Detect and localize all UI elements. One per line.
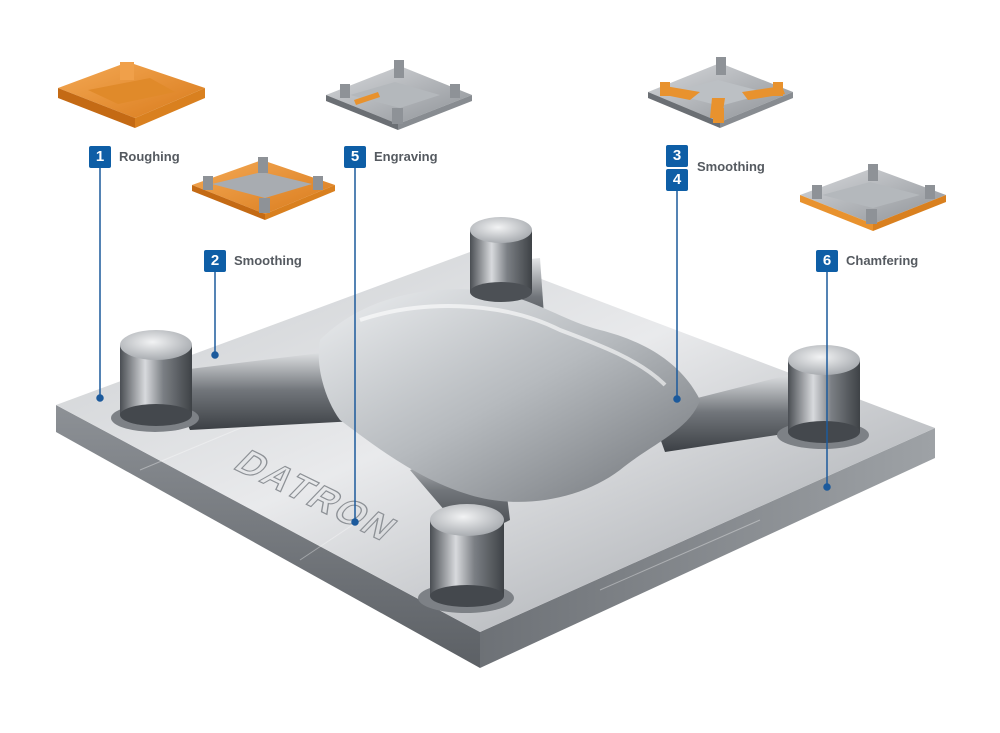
post-bottom (418, 504, 514, 613)
step-label-engraving: Engraving (374, 149, 438, 164)
surface-scratches (139, 419, 801, 601)
step-badge-2: 2 (204, 250, 226, 272)
thumbnail-smoothing-2 (192, 157, 335, 220)
step-badge-6: 6 (816, 250, 838, 272)
step-label-roughing: Roughing (119, 149, 180, 164)
step-label-smoothing-3-4: Smoothing (697, 159, 765, 174)
plate-side-left (56, 405, 480, 668)
center-body (318, 289, 700, 502)
step-badge-3: 3 (666, 145, 688, 167)
post-right (777, 345, 869, 449)
thumbnail-smoothing-3-4 (648, 57, 793, 128)
step-label-chamfering: Chamfering (846, 253, 919, 268)
main-part: DATRON (56, 217, 935, 668)
thumbnail-roughing (58, 62, 205, 128)
center-body-highlight (359, 304, 667, 387)
post-top (470, 217, 532, 302)
post-left (111, 330, 199, 432)
step-badge-5: 5 (344, 146, 366, 168)
plate-side-right (480, 428, 935, 668)
thumbnail-chamfering (800, 164, 946, 231)
step-badge-1: 1 (89, 146, 111, 168)
thumbnail-engraving (326, 60, 472, 130)
step-badge-4: 4 (666, 169, 688, 191)
step-label-smoothing-2: Smoothing (234, 253, 302, 268)
leader-lines (96, 168, 831, 526)
arm-right (650, 372, 810, 452)
